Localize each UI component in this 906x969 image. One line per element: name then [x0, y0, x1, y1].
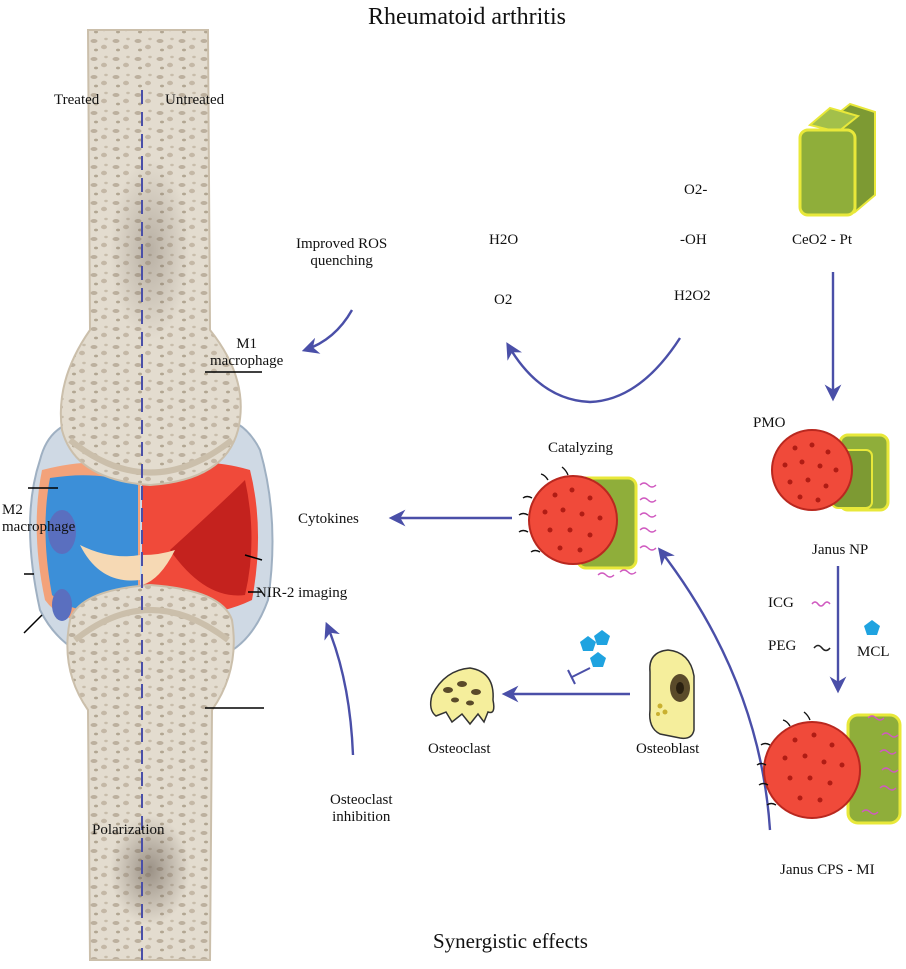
catalyzing-label: Catalyzing [548, 440, 613, 456]
catalyzing-particle [518, 466, 657, 578]
arrow-cps-to-catalyzing [657, 547, 772, 831]
peg-label: PEG [768, 638, 797, 654]
lower-bone [66, 583, 235, 961]
joint-illustration [23, 29, 274, 961]
nir-imaging-label: NIR-2 imaging [256, 585, 348, 601]
oh-label: -OH [680, 232, 707, 248]
peg-symbol [813, 644, 831, 652]
o2-label: O2 [494, 292, 513, 308]
janus-np-label: Janus NP [812, 542, 869, 558]
diagram-title: Rheumatoid arthritis [368, 4, 566, 30]
janus-cps-mi-label: Janus CPS - MI [780, 862, 875, 878]
osteoblast-cell [648, 649, 695, 740]
polarization-label: Polarization [92, 822, 165, 838]
treated-label: Treated [54, 92, 100, 108]
pmo-label: PMO [753, 415, 786, 431]
mcl-label: MCL [857, 644, 890, 660]
osteoclast-label: Osteoclast [428, 741, 491, 757]
icg-symbol [811, 601, 831, 607]
m2-macrophage-label: M2 macrophage [2, 502, 76, 536]
m1-macrophage-label: M1 macrophage [210, 336, 284, 370]
arrow-ros-to-m1 [301, 309, 354, 354]
mcl-molecules [580, 630, 610, 667]
cytokines-label: Cytokines [298, 511, 359, 527]
o2-minus-label: O2- [684, 182, 708, 198]
untreated-label: Untreated [165, 92, 225, 108]
icg-label: ICG [768, 595, 794, 611]
diagram-footer: Synergistic effects [433, 929, 588, 953]
h2o-label: H2O [489, 232, 519, 248]
h2o2-label: H2O2 [674, 288, 711, 304]
janus-cps-mi-particle [756, 711, 902, 825]
arrow-ros-conversion [506, 337, 682, 404]
improved-ros-label: Improved ROS quenching [296, 236, 388, 270]
inhibition-symbol [567, 667, 591, 685]
osteoblast-label: Osteoblast [636, 741, 700, 757]
arrow-to-nir [324, 621, 355, 756]
janus-np-particle [771, 429, 890, 512]
mcl-symbol [864, 620, 880, 635]
ceo2-pt-label: CeO2 - Pt [792, 232, 852, 248]
osteoclast-inhibition-label: Osteoclast inhibition [330, 792, 393, 826]
osteoclast-cell [429, 667, 495, 726]
ceo2-pt-particle [798, 102, 876, 217]
flow-arrows [301, 272, 847, 831]
